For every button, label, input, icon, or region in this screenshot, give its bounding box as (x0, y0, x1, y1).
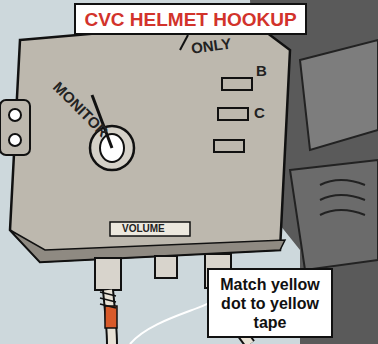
volume-plate (110, 222, 190, 236)
switch-label: C (254, 104, 265, 121)
position-mark (222, 78, 252, 90)
position-mark (218, 108, 248, 120)
title-box: CVC HELMET HOOKUP (74, 3, 307, 35)
panel-part (290, 160, 378, 270)
connector (95, 258, 121, 290)
knob-label: VOLUME (122, 223, 165, 234)
position-mark (180, 35, 188, 50)
title: CVC HELMET HOOKUP (84, 9, 296, 31)
panel-grille (320, 180, 365, 215)
leader-line (130, 300, 215, 344)
position-mark (214, 140, 244, 152)
cable-spring (100, 292, 116, 308)
yellow-tape (105, 306, 117, 328)
screw (9, 109, 21, 121)
screw (9, 134, 21, 146)
callout-box: Match yellow dot to yellow tape (207, 268, 333, 338)
panel-part (300, 40, 378, 150)
volume-knob (155, 256, 177, 278)
switch-label: B (256, 62, 267, 79)
mount-tab (0, 100, 30, 155)
control-box (10, 20, 290, 262)
callout-text: Match yellow dot to yellow tape (214, 275, 326, 333)
